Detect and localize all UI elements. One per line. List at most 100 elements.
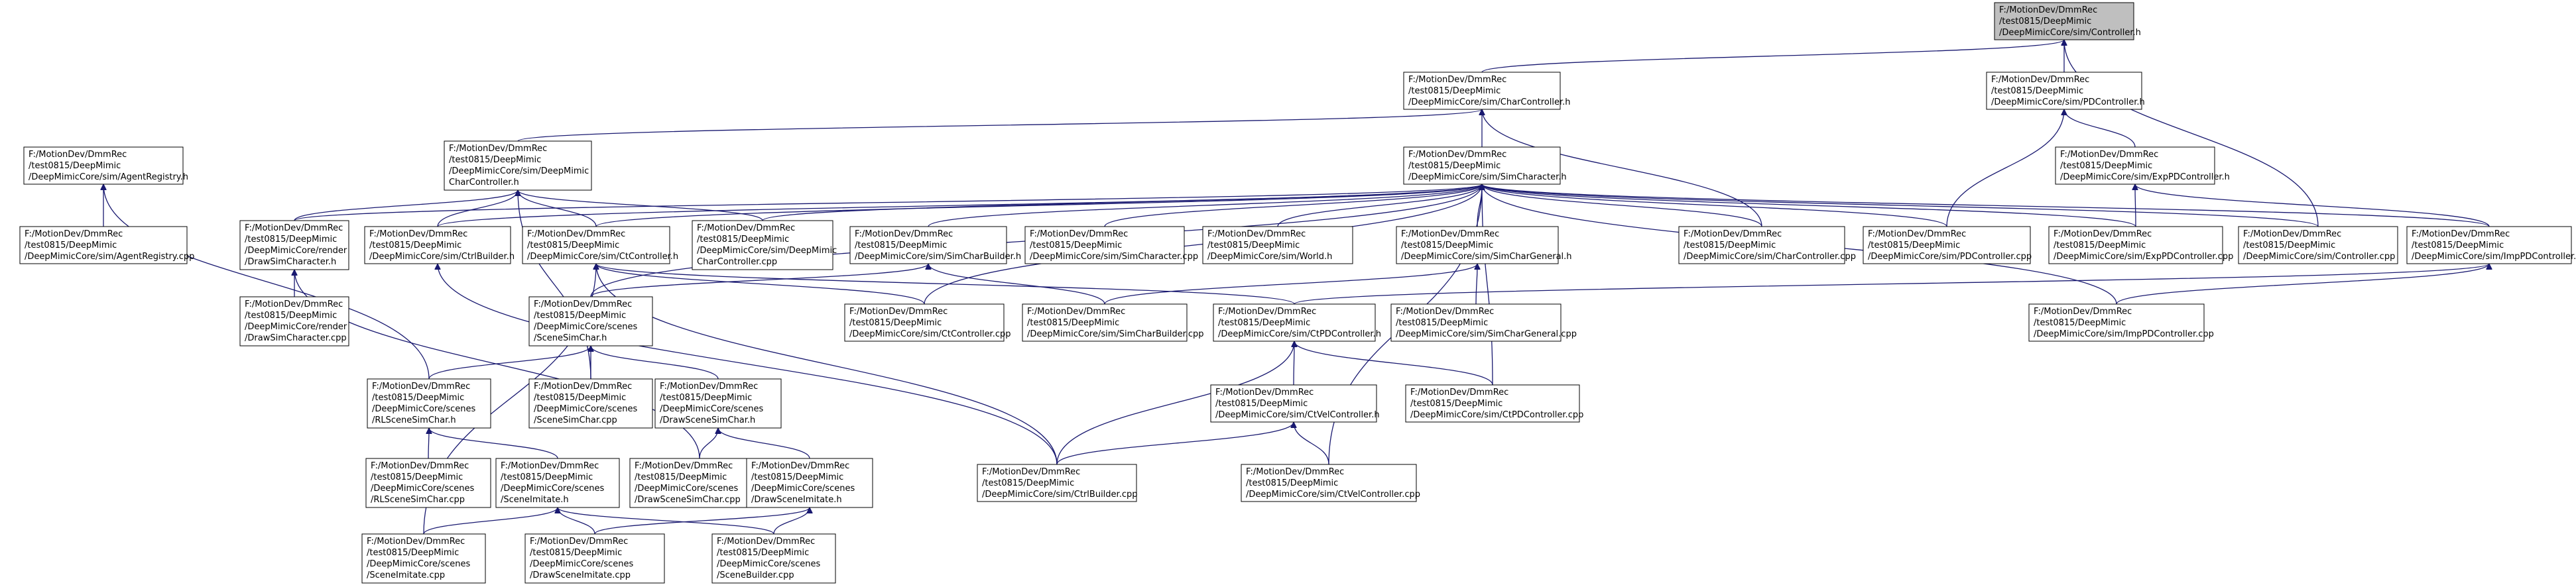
node-label-line: F:/MotionDev/DmmRec (982, 467, 1080, 477)
node-drawscenesimchar-h[interactable]: F:/MotionDev/DmmRec/test0815/DeepMimic/D… (654, 378, 782, 429)
node-drawsimcharacter-cpp[interactable]: F:/MotionDev/DmmRec/test0815/DeepMimic/D… (239, 296, 349, 346)
edge-controller_cpp-to-simcharacter_h (1482, 184, 2319, 227)
node-scenesimchar-h[interactable]: F:/MotionDev/DmmRec/test0815/DeepMimic/D… (528, 296, 653, 346)
node-deepmimic-charcontroller-h[interactable]: F:/MotionDev/DmmRec/test0815/DeepMimic/D… (444, 140, 592, 191)
node-ctcontroller-h[interactable]: F:/MotionDev/DmmRec/test0815/DeepMimic/D… (522, 226, 678, 264)
node-label-line: F:/MotionDev/DmmRec (501, 461, 599, 471)
edge-drawsceneimitate_cpp-to-sceneimitate_h (558, 507, 595, 535)
edge-ctrlbuilder_h-to-deepmimic_charcontroller_h (437, 189, 518, 227)
edge-ctpdcontroller_h-to-imppdcontroller_h (1294, 263, 2489, 305)
node-label-line: /DeepMimicCore/scenes (367, 559, 471, 569)
node-agentregistry-cpp[interactable]: F:/MotionDev/DmmRec/test0815/DeepMimic/D… (19, 226, 194, 264)
node-box (444, 140, 592, 191)
node-simcharacter-cpp[interactable]: F:/MotionDev/DmmRec/test0815/DeepMimic/D… (1024, 226, 1198, 264)
node-ctrlbuilder-cpp[interactable]: F:/MotionDev/DmmRec/test0815/DeepMimic/D… (977, 464, 1137, 502)
node-imppdcontroller-h[interactable]: F:/MotionDev/DmmRec/test0815/DeepMimic/D… (2406, 226, 2576, 264)
node-label-line: /test0815/DeepMimic (1991, 86, 2083, 96)
node-label-line: /DeepMimicCore/sim/CtrlBuilder.cpp (982, 490, 1137, 500)
nodes-layer: F:/MotionDev/DmmRec/test0815/DeepMimic/D… (19, 2, 2576, 584)
node-simcharbuilder-cpp[interactable]: F:/MotionDev/DmmRec/test0815/DeepMimic/D… (1022, 303, 1204, 342)
node-charcontroller-cpp[interactable]: F:/MotionDev/DmmRec/test0815/DeepMimic/D… (1678, 226, 1856, 264)
node-simcharacter-h[interactable]: F:/MotionDev/DmmRec/test0815/DeepMimic/D… (1403, 146, 1567, 185)
edge-drawsimcharacter_h-to-deepmimic_charcontroller_h (294, 189, 518, 221)
node-label-line: /test0815/DeepMimic (527, 240, 619, 250)
node-label-line: F:/MotionDev/DmmRec (245, 299, 343, 309)
node-box (364, 226, 511, 264)
node-label-line: /DeepMimicCore/sim/CtVelController.h (1215, 410, 1380, 420)
node-ctpdcontroller-h[interactable]: F:/MotionDev/DmmRec/test0815/DeepMimic/D… (1213, 303, 1381, 342)
node-world-h[interactable]: F:/MotionDev/DmmRec/test0815/DeepMimic/D… (1202, 226, 1353, 264)
node-scenebuilder-cpp[interactable]: F:/MotionDev/DmmRec/test0815/DeepMimic/D… (711, 533, 836, 584)
node-rlscenesimchar-cpp[interactable]: F:/MotionDev/DmmRec/test0815/DeepMimic/D… (365, 458, 491, 508)
node-label-line: /DeepMimicCore/sim/DeepMimic (449, 166, 589, 176)
edge-deepmimic_charcontroller_h-to-charcontroller_h (517, 109, 1482, 142)
node-label-line: /DeepMimicCore/sim/PDController.h (1991, 97, 2145, 107)
node-pdcontroller-cpp[interactable]: F:/MotionDev/DmmRec/test0815/DeepMimic/D… (1863, 226, 2032, 264)
node-label-line: F:/MotionDev/DmmRec (367, 537, 465, 547)
node-sceneimitate-cpp[interactable]: F:/MotionDev/DmmRec/test0815/DeepMimic/D… (361, 533, 486, 584)
node-label-line: /DeepMimicCore/render (245, 322, 347, 332)
node-box (629, 458, 770, 508)
node-label-line: F:/MotionDev/DmmRec (849, 307, 948, 317)
node-label-line: /DrawSceneImitate.h (751, 495, 842, 505)
edge-ctrlbuilder_cpp-to-ctpdcontroller_h (1056, 341, 1294, 465)
edge-exppdcontroller_cpp-to-simcharacter_h (1482, 184, 2136, 227)
node-label-line: /DeepMimicCore/sim/World.h (1207, 252, 1332, 262)
node-exppdcontroller-cpp[interactable]: F:/MotionDev/DmmRec/test0815/DeepMimic/D… (2048, 226, 2233, 264)
node-box (1986, 72, 2142, 110)
node-scenesimchar-cpp[interactable]: F:/MotionDev/DmmRec/test0815/DeepMimic/D… (528, 378, 653, 429)
node-label-line: F:/MotionDev/DmmRec (1868, 229, 1966, 239)
node-label-line: F:/MotionDev/DmmRec (534, 382, 632, 392)
node-simchargeneral-cpp[interactable]: F:/MotionDev/DmmRec/test0815/DeepMimic/D… (1390, 303, 1577, 342)
node-drawsceneimitate-h[interactable]: F:/MotionDev/DmmRec/test0815/DeepMimic/D… (746, 458, 873, 508)
node-pdcontroller-h[interactable]: F:/MotionDev/DmmRec/test0815/DeepMimic/D… (1986, 72, 2145, 110)
node-label-line: F:/MotionDev/DmmRec (1408, 150, 1506, 160)
node-box (2238, 226, 2398, 264)
node-label-line: /test0815/DeepMimic (29, 161, 121, 171)
node-label-line: /DeepMimicCore/scenes (372, 404, 476, 414)
node-label-line: /test0815/DeepMimic (534, 393, 626, 403)
node-label-line: /SceneImitate.h (501, 495, 569, 505)
node-simcharbuilder-h[interactable]: F:/MotionDev/DmmRec/test0815/DeepMimic/D… (849, 226, 1021, 264)
node-rlscenesimchar-h[interactable]: F:/MotionDev/DmmRec/test0815/DeepMimic/D… (367, 378, 491, 429)
node-label-line: /test0815/DeepMimic (849, 318, 942, 328)
node-controller-cpp[interactable]: F:/MotionDev/DmmRec/test0815/DeepMimic/D… (2238, 226, 2398, 264)
node-ctvelcontroller-h[interactable]: F:/MotionDev/DmmRec/test0815/DeepMimic/D… (1210, 384, 1380, 423)
node-label-line: /test0815/DeepMimic (449, 155, 541, 165)
node-label-line: F:/MotionDev/DmmRec (449, 144, 547, 154)
node-label-line: /DeepMimicCore/sim/DeepMimic (697, 246, 837, 256)
node-label-line: /test0815/DeepMimic (635, 472, 727, 482)
edge-ctcontroller_h-to-simcharacter_h (595, 184, 1482, 227)
node-label-line: /DrawSceneSimChar.cpp (635, 495, 741, 505)
node-box (23, 146, 184, 185)
node-label-line: /test0815/DeepMimic (245, 235, 337, 244)
node-agentregistry-h[interactable]: F:/MotionDev/DmmRec/test0815/DeepMimic/D… (23, 146, 188, 185)
node-label-line: /test0815/DeepMimic (372, 393, 464, 403)
node-label-line: /test0815/DeepMimic (530, 548, 622, 558)
node-label-line: /DeepMimicCore/render (245, 246, 347, 256)
node-drawscenesimchar-cpp[interactable]: F:/MotionDev/DmmRec/test0815/DeepMimic/D… (629, 458, 770, 508)
node-ctrlbuilder-h[interactable]: F:/MotionDev/DmmRec/test0815/DeepMimic/D… (364, 226, 515, 264)
node-ctcontroller-cpp[interactable]: F:/MotionDev/DmmRec/test0815/DeepMimic/D… (844, 303, 1011, 342)
edge-world_h-to-simcharacter_h (1277, 184, 1482, 227)
node-label-line: /DeepMimicCore/sim/ExpPDController.cpp (2054, 252, 2233, 262)
node-controller-h[interactable]: F:/MotionDev/DmmRec/test0815/DeepMimic/D… (1994, 2, 2141, 40)
node-label-line: F:/MotionDev/DmmRec (1207, 229, 1306, 239)
node-box (239, 296, 349, 346)
edge-ctcontroller_cpp-to-ctcontroller_h (596, 263, 925, 305)
edge-simcharbuilder_h-to-simcharacter_h (928, 184, 1482, 227)
node-label-line: /test0815/DeepMimic (2034, 318, 2126, 328)
node-imppdcontroller-cpp[interactable]: F:/MotionDev/DmmRec/test0815/DeepMimic/D… (2028, 303, 2214, 342)
node-drawsceneimitate-cpp[interactable]: F:/MotionDev/DmmRec/test0815/DeepMimic/D… (524, 533, 665, 584)
node-deepmimic-charcontroller-cpp[interactable]: F:/MotionDev/DmmRec/test0815/DeepMimic/D… (692, 220, 837, 270)
node-charcontroller-h[interactable]: F:/MotionDev/DmmRec/test0815/DeepMimic/D… (1403, 72, 1571, 110)
node-box (367, 378, 491, 429)
node-box (2406, 226, 2572, 264)
node-exppdcontroller-h[interactable]: F:/MotionDev/DmmRec/test0815/DeepMimic/D… (2055, 146, 2230, 185)
node-label-line: F:/MotionDev/DmmRec (534, 299, 632, 309)
node-drawsimcharacter-h[interactable]: F:/MotionDev/DmmRec/test0815/DeepMimic/D… (239, 220, 349, 270)
node-ctvelcontroller-cpp[interactable]: F:/MotionDev/DmmRec/test0815/DeepMimic/D… (1241, 464, 1420, 502)
node-ctpdcontroller-cpp[interactable]: F:/MotionDev/DmmRec/test0815/DeepMimic/D… (1405, 384, 1583, 423)
node-sceneimitate-h[interactable]: F:/MotionDev/DmmRec/test0815/DeepMimic/D… (495, 458, 620, 508)
node-simchargeneral-h[interactable]: F:/MotionDev/DmmRec/test0815/DeepMimic/D… (1396, 226, 1572, 264)
